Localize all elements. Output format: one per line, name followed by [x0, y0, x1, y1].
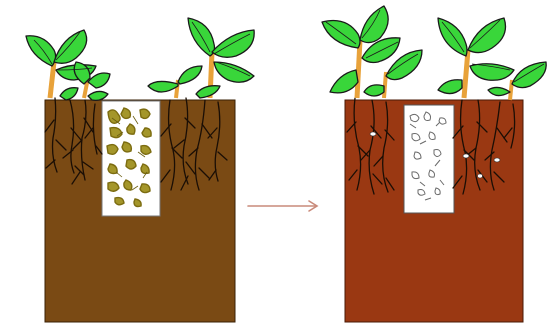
panel-after [322, 6, 546, 322]
litter-bag-full [102, 101, 160, 216]
plant-before-right [148, 18, 254, 98]
litter-bag-decomposed [404, 105, 454, 213]
transition-arrow [248, 201, 317, 211]
plant-after-left [322, 6, 422, 98]
panel-before [26, 18, 254, 322]
stem [357, 40, 360, 98]
stem [464, 50, 468, 98]
stem [176, 80, 178, 98]
plant-after-right [438, 18, 546, 100]
plant-before-left [26, 30, 110, 100]
stem [510, 80, 512, 100]
stem [50, 62, 54, 98]
